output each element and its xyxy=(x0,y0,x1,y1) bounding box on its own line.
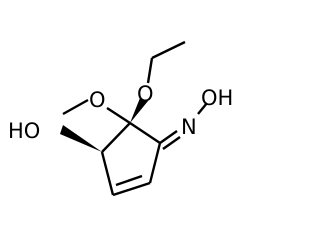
bond-c1-c2 xyxy=(129,122,161,144)
bond-c2-n-inner xyxy=(162,136,181,150)
bond-c1-ome xyxy=(106,106,131,125)
atom-label-oxime-oh: OH xyxy=(201,86,233,110)
ring-bonds xyxy=(100,122,162,197)
bond-c3-c4-inner xyxy=(115,174,143,187)
bond-c3-c4 xyxy=(112,181,151,197)
bond-ome-ch3 xyxy=(62,98,89,116)
bond-ch2-ch3 xyxy=(151,40,186,60)
bond-c2-c3 xyxy=(148,142,162,184)
atom-label-ho: HO xyxy=(8,119,40,143)
substituent-bonds xyxy=(62,40,208,150)
bond-c4-c5 xyxy=(100,151,115,196)
bond-oet-ch2 xyxy=(146,57,154,84)
atom-labels: HO O O N OH xyxy=(8,82,233,143)
atom-label-methoxy-o: O xyxy=(89,88,106,112)
bond-c1-c5 xyxy=(101,122,131,153)
structure-diagram: HO O O N OH xyxy=(8,40,233,197)
wedge-bond-c5-oh xyxy=(60,125,102,152)
wedge-bond-c1-oet xyxy=(130,98,148,123)
bond-n-oh xyxy=(197,102,208,115)
atom-label-ethoxy-o: O xyxy=(137,82,154,106)
atom-label-oxime-n: N xyxy=(181,115,197,139)
bond-c2-n xyxy=(159,130,178,144)
